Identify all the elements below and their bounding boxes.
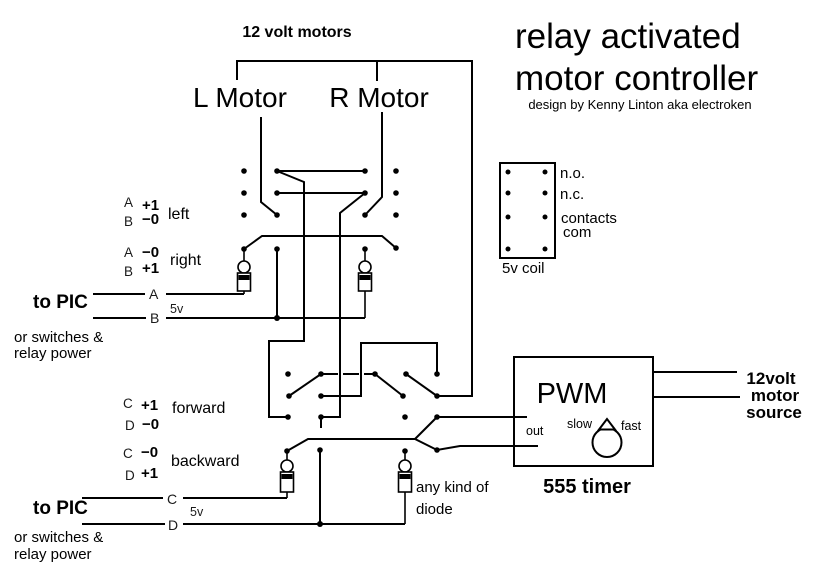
upper-right-diode-symbol — [357, 249, 373, 318]
drive-backward-annotation: C −0 backward D +1 — [123, 444, 239, 483]
pwm-box — [513, 356, 740, 467]
alt-power-note-upper-1: or switches & — [14, 329, 103, 346]
signal-a-value: −0 — [142, 244, 159, 261]
state-word-left: left — [168, 206, 190, 223]
upper-left-diode-symbol — [236, 249, 252, 294]
drive-forward-annotation: C +1 forward D −0 — [123, 396, 225, 433]
legend-coil-label: 5v coil — [502, 260, 545, 277]
line-b-label: B — [150, 310, 159, 326]
alt-power-note-lower-2: relay power — [14, 546, 92, 563]
legend-contacts-label: contacts — [561, 210, 617, 227]
line-a-label: A — [149, 286, 159, 302]
legend-com-label: com — [563, 224, 591, 241]
alt-power-note-lower-1: or switches & — [14, 529, 103, 546]
lower-left-diode-symbol — [279, 451, 295, 498]
legend-nc-label: n.c. — [560, 186, 584, 203]
signal-c-value: −0 — [141, 444, 158, 461]
speed-knob-icon — [591, 417, 623, 458]
motors-bracket-label: 12 volt motors — [242, 24, 351, 41]
signal-c-letter: C — [123, 446, 133, 461]
motor-source-label-2: motor — [751, 386, 800, 405]
signal-a-letter: A — [124, 245, 133, 260]
upper-relay-contact-wires — [268, 170, 366, 418]
steering-right-annotation: A −0 right B +1 — [124, 244, 202, 279]
signal-b-letter: B — [124, 214, 133, 229]
upper-relay-coil-wires — [243, 235, 397, 318]
right-motor-label: R Motor — [329, 82, 429, 113]
signal-b-value: +1 — [142, 260, 159, 277]
pic-upper-lines — [93, 293, 365, 319]
lower-right-diode-symbol — [397, 451, 413, 524]
to-pic-lower-label: to PIC — [33, 498, 88, 519]
signal-d-letter: D — [125, 418, 135, 433]
page-title-line2: motor controller — [515, 59, 758, 98]
legend-no-label: n.o. — [560, 165, 585, 182]
signal-d-value: −0 — [142, 416, 159, 433]
motor-source-label-3: source — [746, 403, 802, 422]
to-pic-upper-label: to PIC — [33, 292, 88, 313]
signal-d-letter: D — [125, 468, 135, 483]
diode-note-line1: any kind of — [416, 479, 489, 496]
state-word-right: right — [170, 252, 202, 269]
left-motor-label: L Motor — [193, 82, 287, 113]
state-word-backward: backward — [171, 453, 239, 470]
five-volt-label-upper: 5v — [170, 302, 184, 316]
steering-left-annotation: A +1 left B −0 — [124, 195, 190, 229]
motor-source-label-1: 12volt — [746, 369, 795, 388]
signal-c-letter: C — [123, 396, 133, 411]
lower-relay-contact-wires — [286, 342, 538, 524]
line-d-label: D — [168, 517, 178, 533]
upper-relay-contact-dots — [241, 168, 399, 321]
motor-lead-wires — [260, 112, 383, 216]
signal-c-value: +1 — [141, 397, 158, 414]
relay-legend-box — [499, 162, 556, 259]
byline: design by Kenny Linton aka electroken — [528, 97, 751, 112]
signal-a-letter: A — [124, 195, 133, 210]
state-word-forward: forward — [172, 400, 225, 417]
pwm-slow-label: slow — [567, 417, 593, 431]
pwm-fast-label: fast — [621, 419, 642, 433]
pwm-out-label: out — [526, 424, 544, 438]
signal-d-value: +1 — [141, 465, 158, 482]
signal-b-letter: B — [124, 264, 133, 279]
pwm-label: PWM — [537, 378, 608, 410]
diode-note-line2: diode — [416, 501, 453, 518]
line-c-label: C — [167, 491, 177, 507]
signal-a-value: +1 — [142, 197, 159, 214]
signal-b-value: −0 — [142, 211, 159, 228]
alt-power-note-upper-2: relay power — [14, 345, 92, 362]
supply-bracket-and-rail — [236, 60, 473, 397]
timer-caption: 555 timer — [543, 476, 631, 498]
five-volt-label-lower: 5v — [190, 505, 204, 519]
pic-lower-lines — [82, 497, 405, 525]
page-title-line1: relay activated — [515, 17, 741, 56]
